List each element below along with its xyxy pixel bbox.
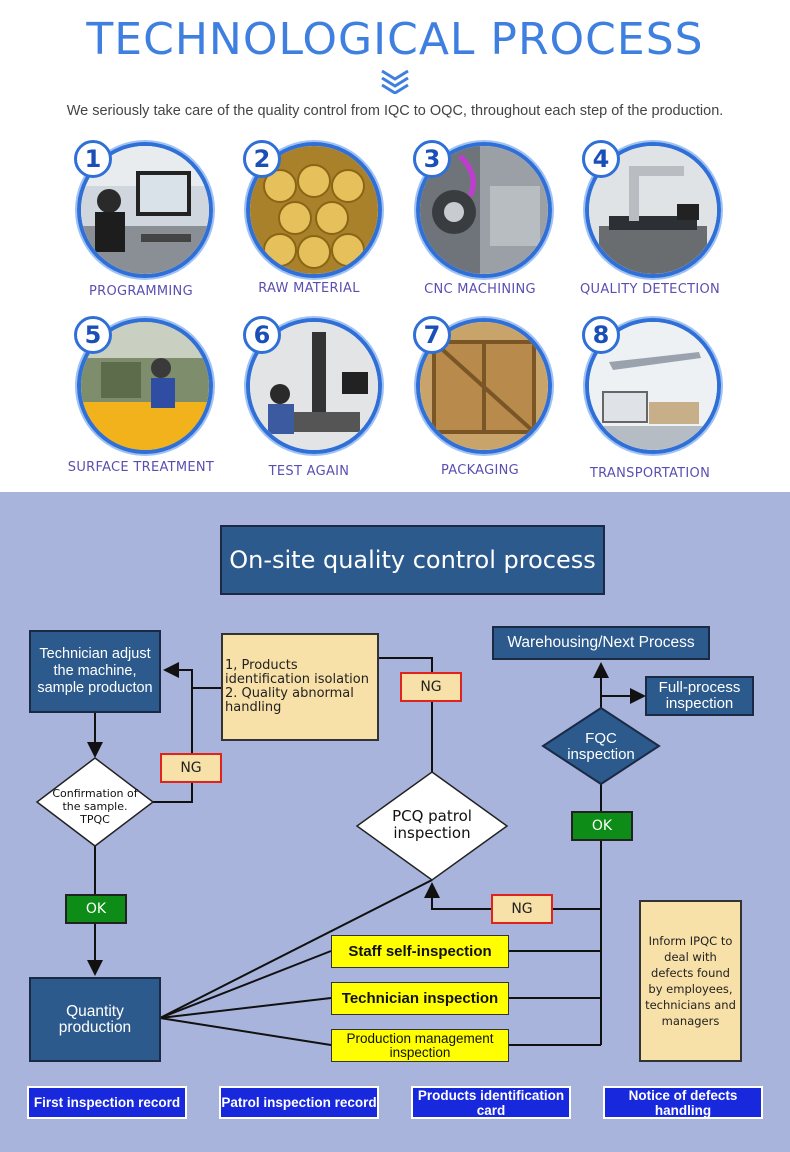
ng-label-top: NG (400, 672, 462, 702)
pcq-diamond (355, 771, 509, 881)
step-label: TEST AGAIN (268, 464, 350, 479)
step-number: 6 (243, 316, 281, 354)
page-title: TECHNOLOGICAL PROCESS (86, 14, 704, 65)
step-number: 1 (74, 140, 112, 178)
step-number: 5 (74, 316, 112, 354)
qc-title: On-site quality control process (220, 525, 605, 595)
ng-label-bottom: NG (491, 894, 553, 924)
record-products-identification: Products identification card (411, 1086, 571, 1119)
confirmation-diamond (35, 757, 155, 847)
chevron-down-icon (381, 69, 409, 94)
full-process-box: Full-process inspection (645, 676, 754, 716)
step-label: TRANSPORTATION (589, 466, 711, 481)
step-image-programming (77, 142, 213, 278)
technician-adjust-box: Technician adjust the machine, sample pr… (29, 630, 161, 713)
step-number: 3 (413, 140, 451, 178)
technician-inspection-box: Technician inspection (331, 982, 509, 1015)
step-label: SURFACE TREATMENT (67, 460, 215, 475)
staff-inspection-box: Staff self-inspection (331, 935, 509, 968)
ok-label-left: OK (65, 894, 127, 924)
step-number: 4 (582, 140, 620, 178)
ng-label-left: NG (160, 753, 222, 783)
step-label: CNC MACHINING (424, 282, 536, 297)
page-subtitle: We seriously take care of the quality co… (66, 103, 724, 119)
technological-process-section: TECHNOLOGICAL PROCESS We seriously take … (0, 0, 790, 492)
confirmation-text: Confirmation of the sample. TPQC (52, 787, 138, 826)
step-number: 2 (243, 140, 281, 178)
ok-label-right: OK (571, 811, 633, 841)
step-label: QUALITY DETECTION (579, 282, 721, 297)
quantity-production-box: Quantity production (29, 977, 161, 1062)
production-management-box: Production management inspection (331, 1029, 509, 1062)
record-first-inspection: First inspection record (27, 1086, 187, 1119)
inform-box: Inform IPQC to deal with defects found b… (639, 900, 742, 1062)
step-image-quality-detection (585, 142, 721, 278)
step-label: PACKAGING (440, 463, 520, 478)
step-image-test-again (246, 318, 382, 454)
isolation-box: 1, Products identification isolation 2. … (221, 633, 379, 741)
record-patrol-inspection: Patrol inspection record (219, 1086, 379, 1119)
pcq-text: PCQ patrol inspection (392, 807, 472, 842)
fqc-text: FQC inspection (567, 730, 635, 763)
step-label: RAW MATERIAL (258, 281, 360, 296)
record-notice-defects: Notice of defects handling (603, 1086, 763, 1119)
step-number: 8 (582, 316, 620, 354)
warehousing-box: Warehousing/Next Process (492, 626, 710, 660)
step-label: PROGRAMMING (89, 284, 193, 299)
fqc-diamond (541, 706, 661, 786)
step-number: 7 (413, 316, 451, 354)
